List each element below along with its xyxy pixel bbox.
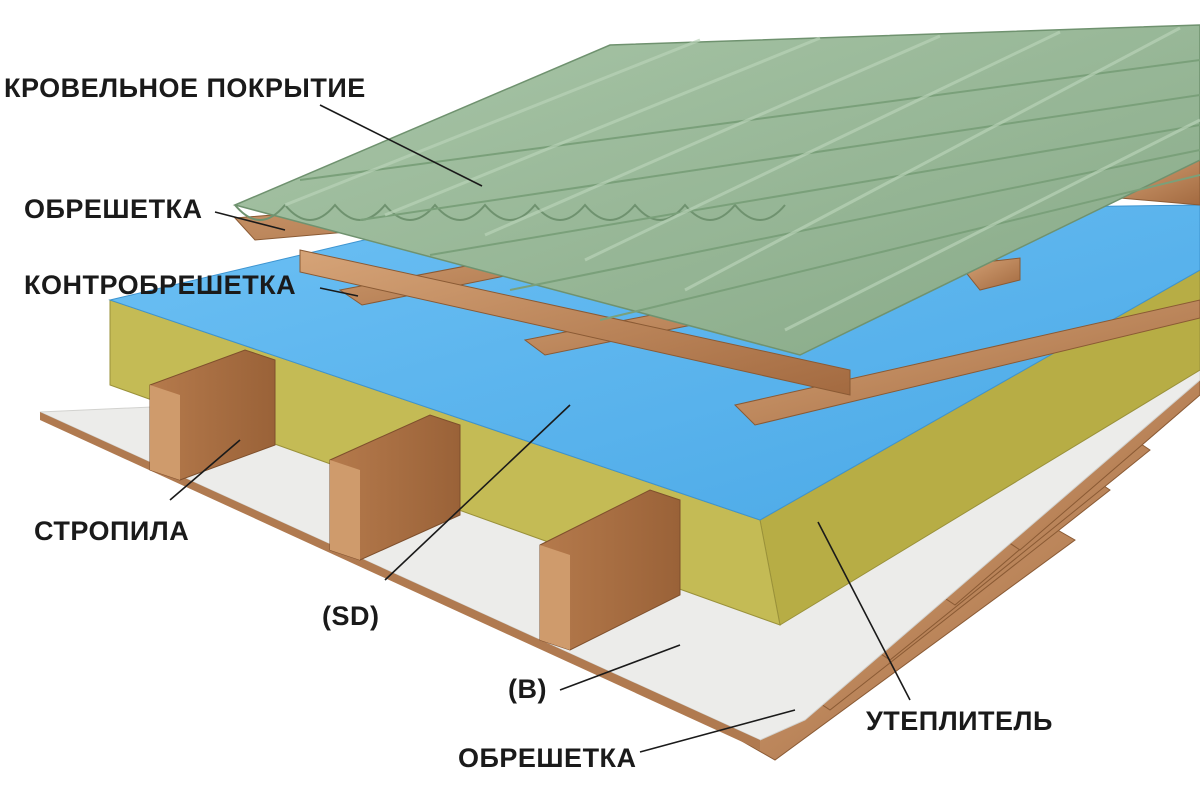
label-battens-top: ОБРЕШЕТКА	[24, 194, 203, 224]
label-counter-battens: КОНТРОБРЕШЕТКА	[24, 270, 296, 300]
label-insulation: УТЕПЛИТЕЛЬ	[866, 706, 1053, 736]
label-membrane-sd: (SD)	[322, 601, 380, 631]
label-rafters: СТРОПИЛА	[34, 516, 189, 546]
label-vapor-barrier-b: (B)	[508, 674, 547, 704]
label-battens-bottom: ОБРЕШЕТКА	[458, 743, 637, 773]
label-roofing: КРОВЕЛЬНОЕ ПОКРЫТИЕ	[4, 73, 366, 103]
